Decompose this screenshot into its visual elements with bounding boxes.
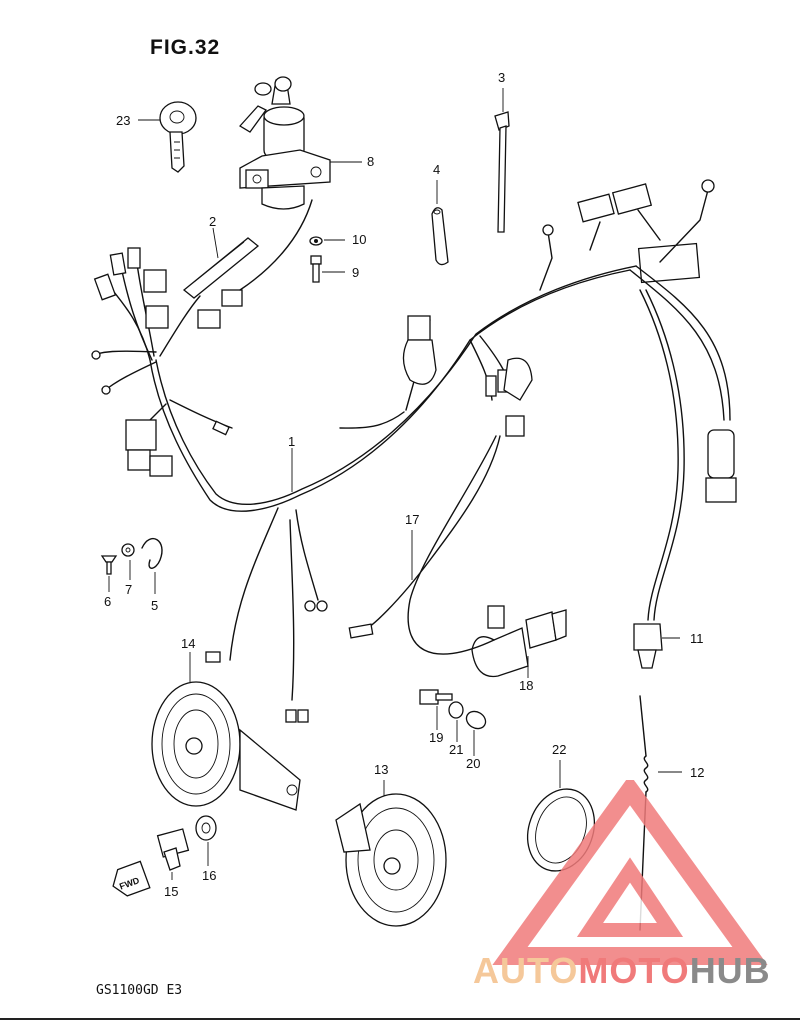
- callout-9: 9: [352, 265, 359, 280]
- part-horn-rear: [335, 780, 447, 927]
- watermark-logo-icon: [492, 780, 768, 965]
- callout-19: 19: [429, 730, 443, 745]
- part-washer-bolt: [309, 236, 345, 283]
- part-key: [138, 101, 197, 173]
- part-left-connector-cluster: [91, 199, 313, 477]
- part-horn-bolt: [156, 815, 217, 880]
- watermark-hub: HUB: [689, 950, 771, 991]
- part-horn-front: [151, 507, 328, 811]
- figure-title: FIG.32: [150, 36, 221, 59]
- callout-18: 18: [519, 678, 533, 693]
- callout-1: 1: [288, 434, 295, 449]
- part-main-harness: [149, 265, 731, 621]
- part-bolt-washers: [419, 689, 487, 756]
- callout-21: 21: [449, 742, 463, 757]
- callout-16: 16: [202, 868, 216, 883]
- bottom-rule: [0, 1018, 800, 1020]
- callout-15: 15: [164, 884, 178, 899]
- part-brake-switch: [633, 429, 737, 931]
- callout-8: 8: [367, 154, 374, 169]
- callout-4: 4: [433, 162, 440, 177]
- fwd-arrow-icon: FWD: [112, 860, 151, 897]
- callout-6: 6: [104, 594, 111, 609]
- part-upper-connectors: [539, 179, 715, 291]
- callout-22: 22: [552, 742, 566, 757]
- callout-10: 10: [352, 232, 366, 247]
- callout-3: 3: [498, 70, 505, 85]
- part-ignition-switch: [238, 76, 362, 210]
- callout-2: 2: [209, 214, 216, 229]
- callout-11: 11: [690, 631, 704, 646]
- callout-12: 12: [690, 765, 704, 780]
- callout-labels: 1 2 3 4 5 6 7 8 9 10 11 12 13 14 15 16 1…: [104, 70, 704, 899]
- callout-17: 17: [405, 512, 419, 527]
- watermark-moto: MOTO: [578, 950, 690, 991]
- part-central-connectors: [348, 315, 533, 639]
- watermark-auto: AUTO: [473, 950, 579, 991]
- callout-5: 5: [151, 598, 158, 613]
- model-code: GS1100GD E3: [96, 983, 183, 998]
- callout-20: 20: [466, 756, 480, 771]
- part-connector-strip: [182, 227, 260, 299]
- callout-23: 23: [116, 113, 130, 128]
- watermark-text: AUTOMOTOHUB: [473, 950, 771, 992]
- part-clamp: [431, 180, 449, 266]
- part-neutral-switch: [407, 435, 567, 678]
- part-cable-tie: [494, 88, 510, 233]
- part-screw-clip: [100, 537, 163, 594]
- callout-14: 14: [181, 636, 195, 651]
- callout-7: 7: [125, 582, 132, 597]
- callout-13: 13: [374, 762, 388, 777]
